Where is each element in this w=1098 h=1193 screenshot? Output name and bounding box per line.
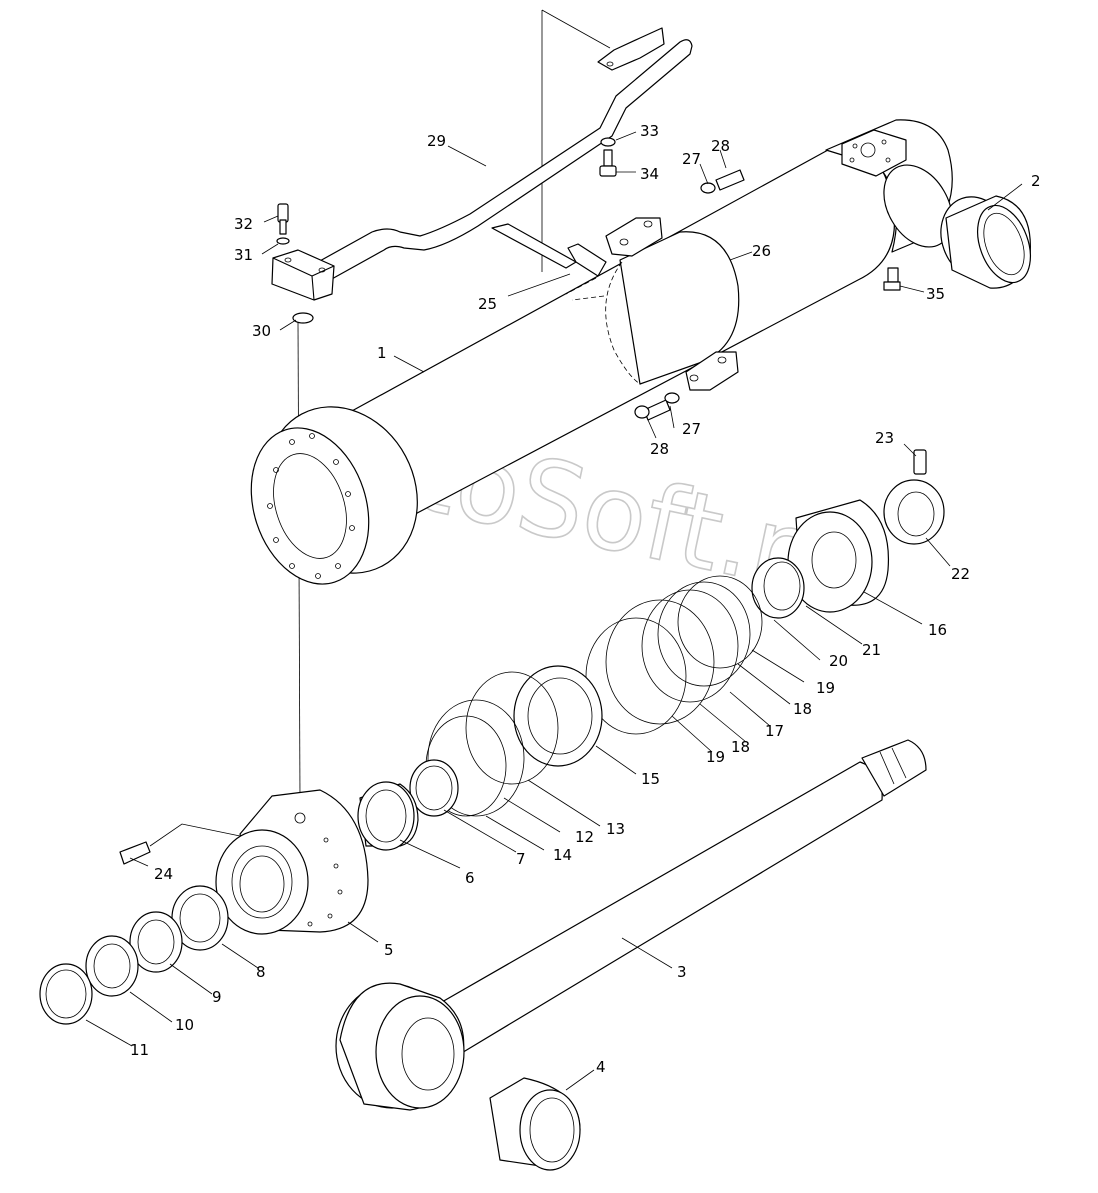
callout-30: 30 — [252, 322, 271, 340]
flange-block-31-32 — [271, 203, 335, 801]
callout-27-upper: 27 — [682, 150, 701, 168]
clamp-26 — [565, 217, 740, 391]
bolt-33-34 — [599, 137, 617, 177]
callout-28-lower: 28 — [650, 440, 669, 458]
callout-4: 4 — [596, 1058, 606, 1076]
callout-33: 33 — [640, 122, 659, 140]
callout-5: 5 — [384, 941, 394, 959]
bushing-6 — [357, 781, 419, 851]
callout-34: 34 — [640, 165, 659, 183]
leader-lines — [85, 131, 1023, 1091]
callout-18-lower: 18 — [731, 738, 750, 756]
grease-nipple-35 — [883, 267, 901, 291]
callout-23: 23 — [875, 429, 894, 447]
callout-29: 29 — [427, 132, 446, 150]
gland-5 — [215, 789, 369, 935]
bushing-4 — [489, 1077, 581, 1171]
bushing-2 — [940, 195, 1031, 289]
bolt-24 — [119, 823, 241, 865]
lock-nut-22 — [883, 449, 945, 545]
callout-27-lower: 27 — [682, 420, 701, 438]
piston-16 — [787, 499, 890, 613]
callout-22: 22 — [951, 565, 970, 583]
callout-18-upper: 18 — [793, 700, 812, 718]
callout-12: 12 — [575, 828, 594, 846]
callout-19-upper: 19 — [816, 679, 835, 697]
callout-20: 20 — [829, 652, 848, 670]
leader-bracket — [541, 9, 611, 272]
callout-7: 7 — [516, 850, 526, 868]
callout-26: 26 — [752, 242, 771, 260]
seals-8-11 — [39, 885, 229, 1025]
callout-31: 31 — [234, 246, 253, 264]
callout-2: 2 — [1031, 172, 1041, 190]
callout-13: 13 — [606, 820, 625, 838]
callout-25: 25 — [478, 295, 497, 313]
callout-6: 6 — [465, 869, 475, 887]
bracket-25 — [491, 223, 607, 277]
piston-rod-3 — [335, 739, 927, 1111]
callout-8: 8 — [256, 963, 266, 981]
callout-9: 9 — [212, 988, 222, 1006]
callout-14: 14 — [553, 846, 572, 864]
seals-17-19 — [585, 575, 763, 735]
rings-12-14 — [425, 671, 559, 817]
callout-19-lower: 19 — [706, 748, 725, 766]
tube-eye-end — [825, 119, 953, 253]
callout-15: 15 — [641, 770, 660, 788]
callout-11: 11 — [130, 1041, 149, 1059]
callout-16: 16 — [928, 621, 947, 639]
callout-3: 3 — [677, 963, 687, 981]
callout-17: 17 — [765, 722, 784, 740]
bolts-27-28 — [634, 169, 745, 421]
callout-labels: 1 2 3 4 5 6 7 8 9 10 11 12 13 14 15 16 1… — [130, 122, 1041, 1076]
pipe-29 — [317, 27, 693, 281]
rings-20-21 — [751, 557, 805, 619]
wear-ring-15 — [513, 665, 603, 767]
callout-24: 24 — [154, 865, 173, 883]
callout-32: 32 — [234, 215, 253, 233]
ring-7 — [409, 759, 459, 817]
callout-10: 10 — [175, 1016, 194, 1034]
callout-21: 21 — [862, 641, 881, 659]
callout-28-upper: 28 — [711, 137, 730, 155]
callout-1: 1 — [377, 344, 387, 362]
callout-35: 35 — [926, 285, 945, 303]
